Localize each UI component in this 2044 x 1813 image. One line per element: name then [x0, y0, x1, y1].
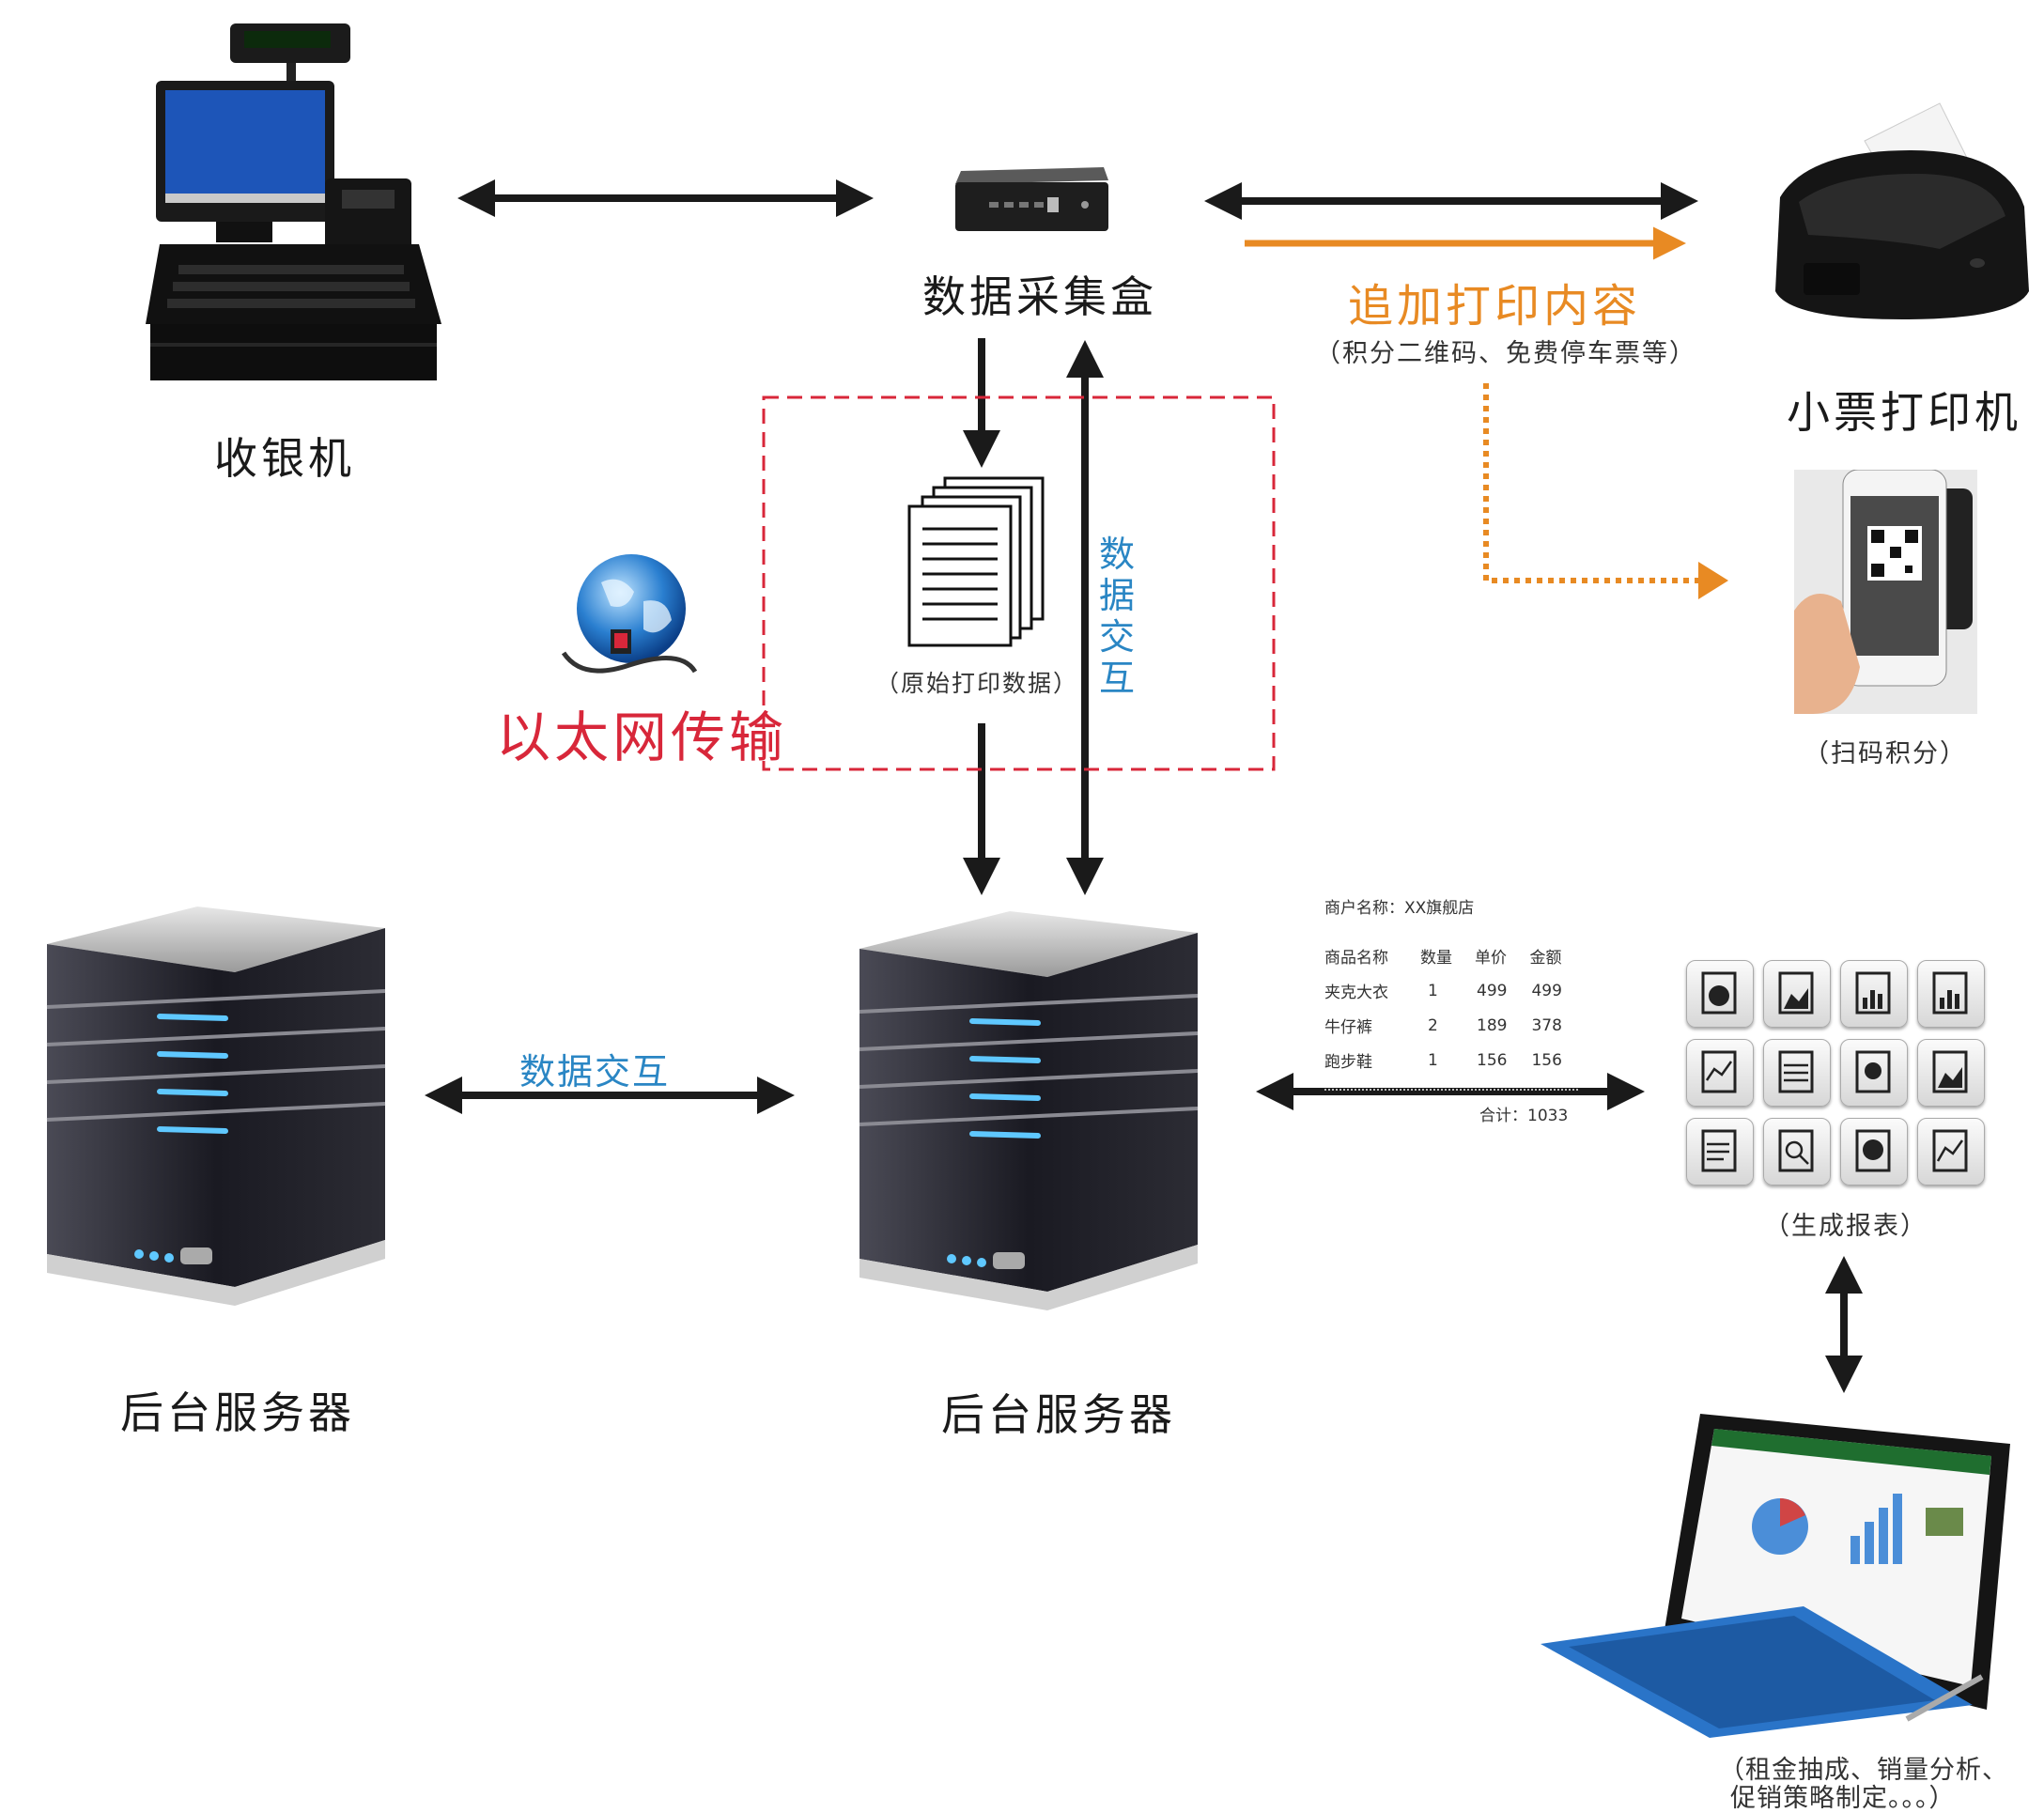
receipt-cell: 1 — [1428, 981, 1438, 1000]
receipt-table: 商品名称 数量 单价 金额 夹克大衣 1 499 499 牛仔裤 2 189 3… — [1324, 938, 1575, 1077]
receipt-cell: 156 — [1531, 1050, 1562, 1070]
cashier-label: 收银机 — [214, 433, 355, 484]
receipt-cell: 2 — [1428, 1015, 1438, 1035]
collector-box-icon — [955, 167, 1108, 231]
receipt-total: 合计：1033 — [1479, 1107, 1569, 1125]
ethernet-boundary — [762, 395, 1276, 771]
report-icon-grid — [1686, 960, 1996, 1195]
report-area-chart-icon — [1917, 1039, 1985, 1107]
raw-data-label: （原始打印数据） — [875, 670, 1079, 697]
receipt-cell: 牛仔裤 — [1324, 1018, 1372, 1037]
receipt-divider — [1324, 1089, 1578, 1091]
receipt-cell: 1 — [1428, 1050, 1438, 1070]
receipt-header: 数量 — [1420, 949, 1452, 968]
extra-print-sub: （积分二维码、免费停车票等） — [1315, 339, 1696, 368]
receipt-cell: 跑步鞋 — [1324, 1053, 1372, 1072]
server-center-illustration — [850, 906, 1207, 1339]
extra-print-label: 追加打印内容 — [1348, 280, 1642, 333]
server-left-label: 后台服务器 — [120, 1387, 355, 1438]
printer-illustration — [1752, 85, 2043, 329]
receipt-printer-icon — [1775, 102, 2029, 319]
printer-label: 小票打印机 — [1787, 387, 2021, 438]
documents-stack-icon — [907, 476, 1045, 647]
phone-scan-illustration — [1794, 469, 1977, 714]
receipt-header: 商品名称 — [1324, 949, 1388, 968]
exchange-horizontal-label: 数据交互 — [519, 1051, 671, 1092]
laptop-analytics-icon — [1541, 1414, 2010, 1738]
receipt-cell: 499 — [1477, 981, 1508, 1000]
receipt-row: 牛仔裤 2 189 378 — [1324, 1008, 1575, 1043]
server-center-icon — [859, 911, 1199, 1310]
laptop-illustration — [1541, 1404, 2010, 1743]
raw-data-illustration — [902, 474, 1047, 648]
arrow-scan-head — [1698, 562, 1728, 599]
receipt-row: 夹克大衣 1 499 499 — [1324, 973, 1575, 1008]
analysis-line-1: （租金抽成、销量分析、 — [1719, 1756, 2008, 1785]
report-search-icon — [1763, 1118, 1831, 1185]
receipt-row: 跑步鞋 1 156 156 — [1324, 1043, 1575, 1077]
receipt-cell: 378 — [1531, 1015, 1562, 1035]
exchange-vertical-label: 数据交互 — [1099, 534, 1136, 699]
report-area-chart-icon — [1763, 960, 1831, 1028]
receipt-cell: 189 — [1477, 1015, 1508, 1035]
scan-label: （扫码积分） — [1804, 739, 1967, 768]
report-pie-icon — [1840, 1118, 1908, 1185]
server-left-icon — [46, 906, 386, 1306]
report-label: （生成报表） — [1764, 1212, 1928, 1241]
phone-qr-icon — [1794, 469, 1977, 714]
report-glyphs — [1701, 971, 1968, 1172]
cashier-illustration — [141, 19, 441, 395]
receipt-header: 金额 — [1529, 949, 1562, 968]
receipt-cell: 499 — [1531, 981, 1562, 1000]
arrow-scan-dotted — [1483, 383, 1719, 583]
globe-network-icon — [561, 554, 698, 674]
analysis-label: （租金抽成、销量分析、 促销策略制定。。。） — [1719, 1757, 2008, 1813]
ethernet-label: 以太网传输 — [496, 705, 788, 769]
receipt-cell: 156 — [1477, 1050, 1508, 1070]
server-center-label: 后台服务器 — [941, 1389, 1176, 1440]
receipt-cell: 夹克大衣 — [1324, 984, 1388, 1002]
server-left-illustration — [38, 902, 395, 1334]
receipt-merchant: 商户名称：XX旗舰店 — [1324, 899, 1475, 918]
receipt-sample: 商户名称：XX旗舰店 商品名称 数量 单价 金额 夹克大衣 1 499 499 … — [1324, 894, 1578, 1125]
collector-box-illustration — [953, 150, 1108, 235]
analysis-line-2: 促销策略制定。。。） — [1730, 1784, 1956, 1813]
pos-terminal-icon — [146, 23, 441, 380]
receipt-header-row: 商品名称 数量 单价 金额 — [1324, 938, 1575, 973]
receipt-header: 单价 — [1475, 949, 1507, 968]
globe-illustration — [554, 554, 705, 686]
collector-label: 数据采集盒 — [922, 271, 1157, 322]
